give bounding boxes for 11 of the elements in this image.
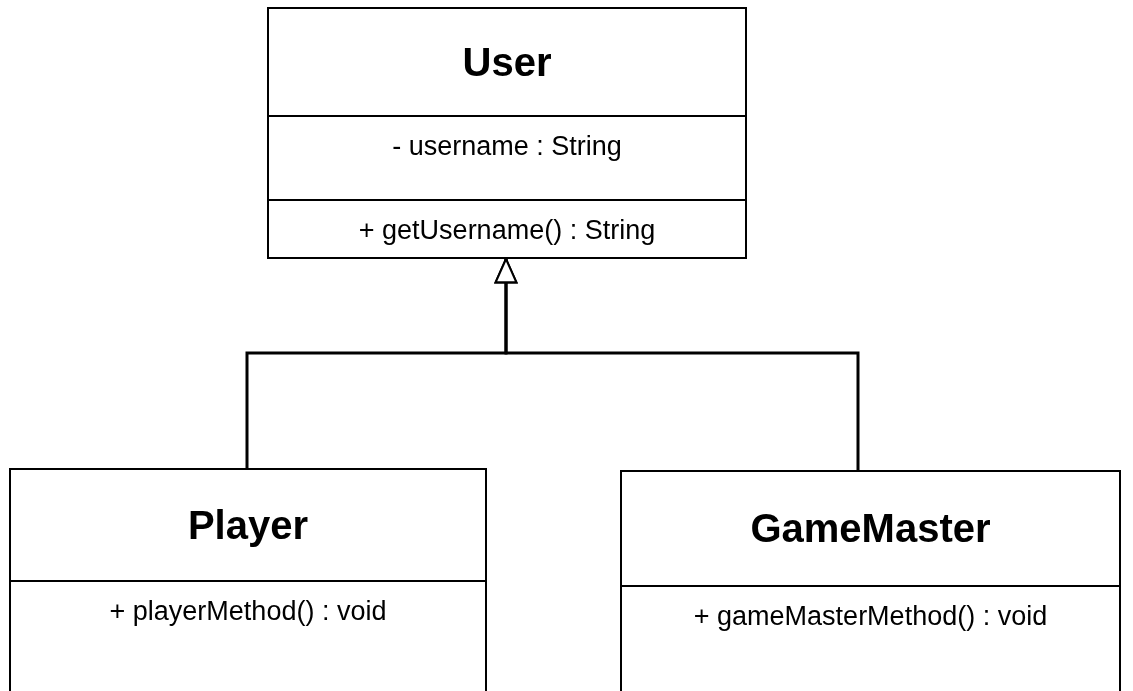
method-text: + playerMethod() : void xyxy=(109,596,387,627)
class-box xyxy=(620,470,1121,691)
class-name: GameMaster xyxy=(750,506,991,551)
generalization-arrow xyxy=(494,257,860,470)
class-box xyxy=(9,468,487,691)
class-name: Player xyxy=(187,502,309,548)
class-name: User xyxy=(462,39,552,85)
method-text: + getUsername() : String xyxy=(358,215,656,246)
method-text: + gameMasterMethod() : void xyxy=(693,601,1048,632)
attribute-text: - username : String xyxy=(392,131,622,162)
class-box xyxy=(267,7,747,259)
